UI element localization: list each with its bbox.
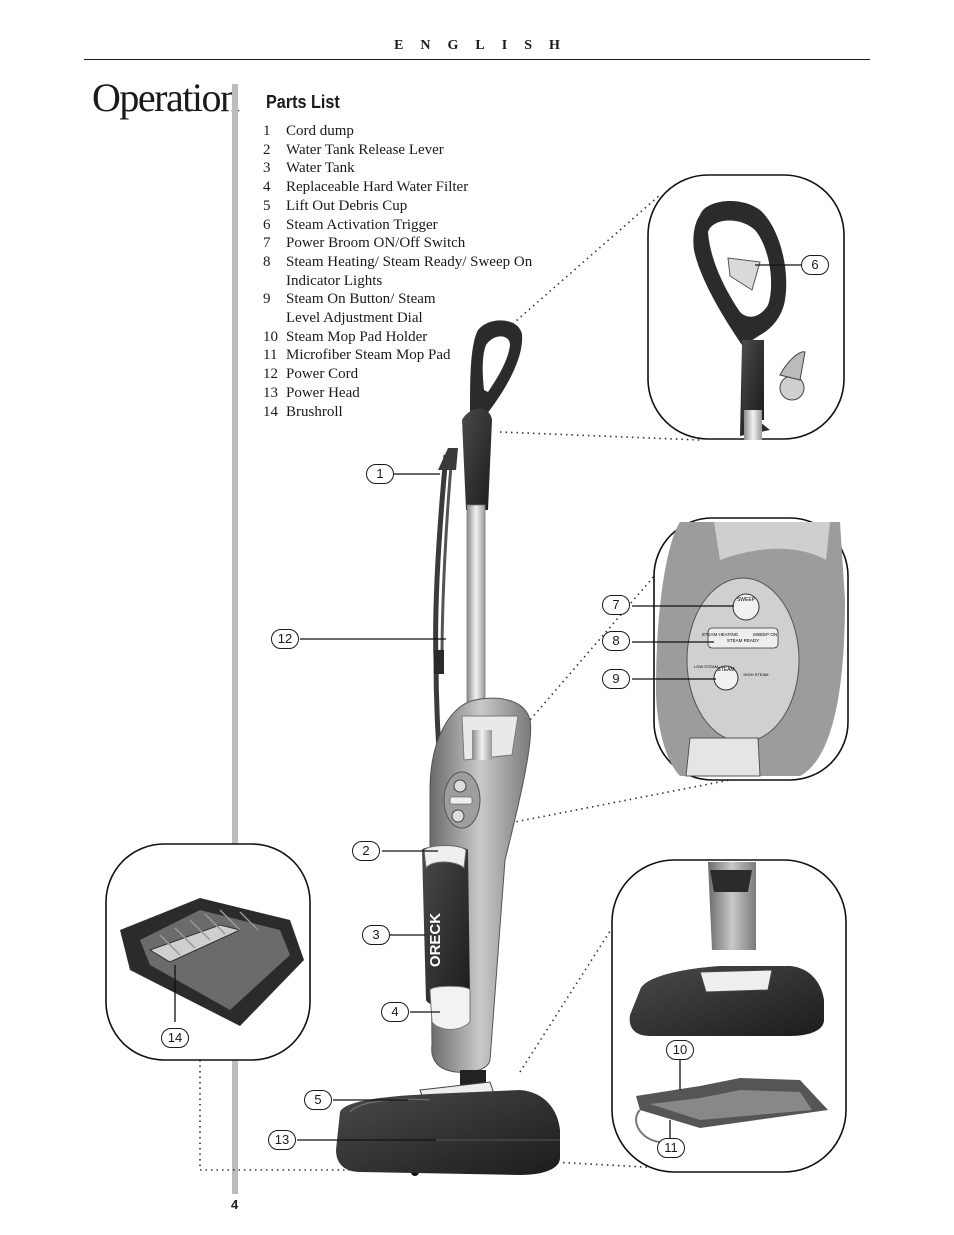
- panel-label-high-steam: HIGH STEAM: [744, 672, 769, 677]
- parts-list-heading: Parts List: [266, 92, 340, 112]
- steam-mop-device: ORECK: [336, 320, 560, 1175]
- callout-14: 14: [161, 1028, 189, 1048]
- page-number: 4: [231, 1197, 239, 1212]
- callout-6: 6: [801, 255, 829, 275]
- section-title: Operation: [92, 75, 240, 120]
- panel-label-steam: STEAM: [717, 667, 734, 673]
- panel-label-sweep-on: SWEEP ON: [753, 632, 777, 637]
- inset-brushroll: [105, 843, 311, 1061]
- callout-13: 13: [268, 1130, 296, 1150]
- callout-3: 3: [362, 925, 390, 945]
- panel-label-steam-ready: STEAM READY: [727, 638, 759, 643]
- leader-lines: [199, 194, 741, 1171]
- header-rule: [84, 59, 870, 60]
- callout-5: 5: [304, 1090, 332, 1110]
- language-header: ENGLISH: [394, 38, 577, 53]
- panel-label-low-steam: LOW STEAM: [694, 664, 718, 669]
- callout-2: 2: [352, 841, 380, 861]
- callout-leaders: [297, 473, 446, 1141]
- callout-10: 10: [666, 1040, 694, 1060]
- inset-handle: [647, 174, 845, 440]
- inset-mop-pad: [611, 859, 847, 1173]
- callout-12: 12: [271, 629, 299, 649]
- callout-1: 1: [366, 464, 394, 484]
- callout-9: 9: [602, 669, 630, 689]
- callout-7: 7: [602, 595, 630, 615]
- callout-8: 8: [602, 631, 630, 651]
- callout-4: 4: [381, 1002, 409, 1022]
- brand-logo: ORECK: [427, 913, 444, 967]
- inset-control-panel: SWEEP STEAM HEATING STEAM READY SWEEP ON…: [632, 517, 849, 781]
- panel-label-steam-heating: STEAM HEATING: [702, 632, 739, 637]
- margin-bar: [232, 84, 238, 1194]
- panel-label-sweep: SWEEP: [737, 597, 756, 603]
- callout-11: 11: [657, 1138, 685, 1158]
